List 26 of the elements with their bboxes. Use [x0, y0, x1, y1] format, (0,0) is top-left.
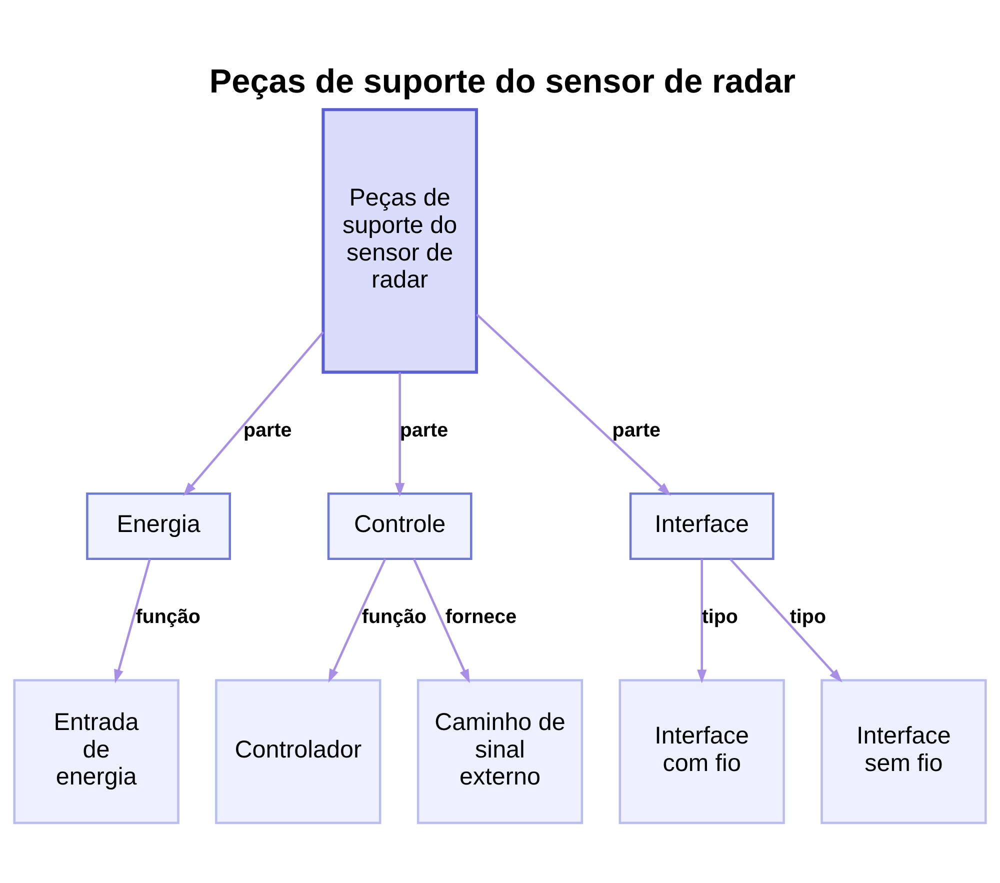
- arrow: [395, 372, 405, 496]
- diagram-title: Peças de suporte do sensor de radar: [209, 62, 796, 100]
- node-box: Entrada de energia: [13, 678, 180, 824]
- arrow: [730, 558, 842, 682]
- edge-label: tipo: [702, 606, 738, 628]
- node-box: Interface: [629, 492, 774, 560]
- arrow: [114, 558, 151, 683]
- arrow: [412, 558, 470, 683]
- node-box: Interface sem fio: [820, 678, 987, 824]
- edge-label: parte: [244, 419, 292, 442]
- arrow: [183, 330, 324, 496]
- arrow: [476, 313, 671, 496]
- arrow: [697, 558, 707, 683]
- edge-label: função: [362, 606, 427, 628]
- node-box: Caminho de sinal externo: [416, 678, 584, 824]
- node-box: Interface com fio: [618, 678, 785, 824]
- edge-label: parte: [612, 419, 661, 442]
- edge-label: parte: [400, 419, 448, 442]
- node-box: Peças de suporte do sensor de radar: [322, 108, 478, 374]
- node-box: Energia: [86, 492, 231, 560]
- node-box: Controlador: [215, 678, 382, 824]
- edge-label: fornece: [445, 606, 517, 628]
- arrow: [328, 558, 386, 682]
- edge-label: tipo: [790, 606, 826, 628]
- edge-label: função: [136, 606, 200, 628]
- node-box: Controle: [327, 492, 472, 560]
